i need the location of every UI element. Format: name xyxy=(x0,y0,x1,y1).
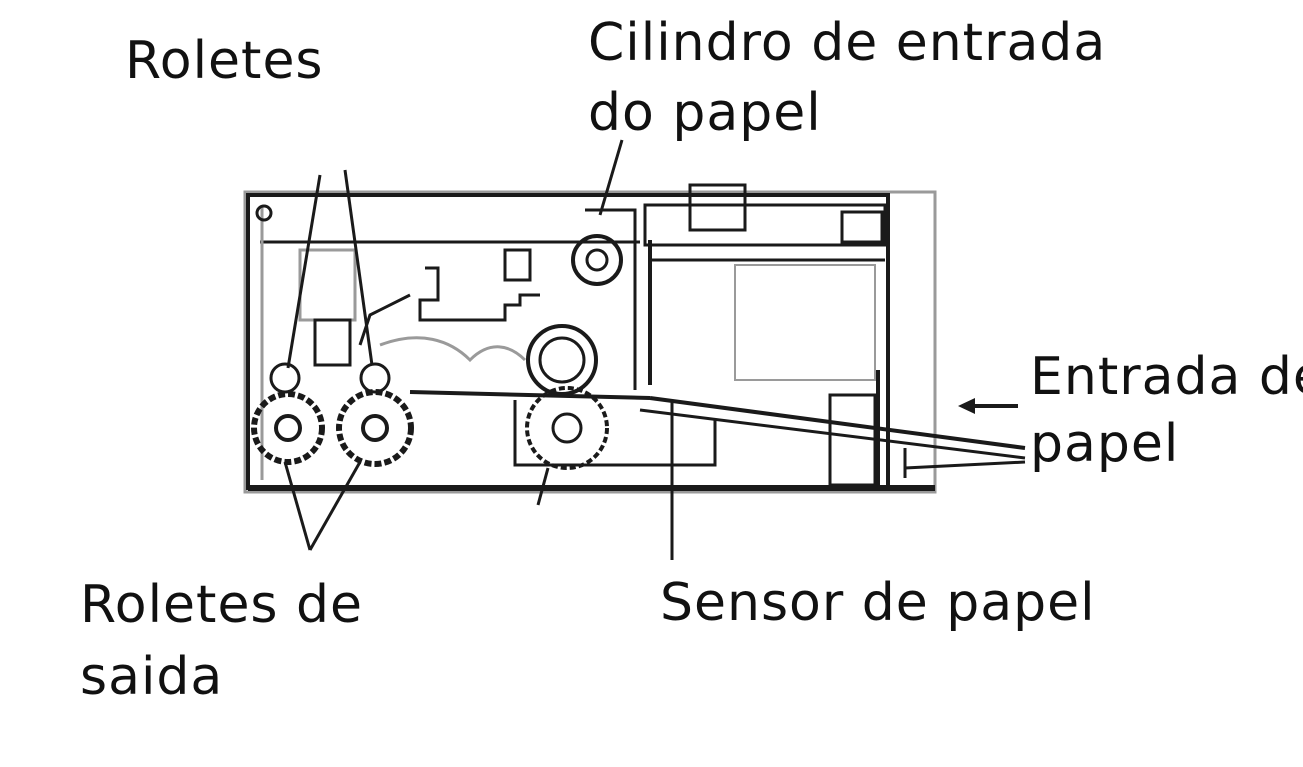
paper-entry-arrow xyxy=(958,398,1018,414)
label-cilindro-line2: do papel xyxy=(588,83,822,143)
housing xyxy=(243,190,937,494)
label-roletes-saida-line2: saida xyxy=(80,647,224,707)
label-cilindro-line1: Cilindro de entrada xyxy=(588,13,1107,73)
label-sensor: Sensor de papel xyxy=(660,573,1096,633)
exit-rollers xyxy=(251,389,414,467)
top-rollers xyxy=(269,362,391,394)
platen-gear xyxy=(525,386,609,506)
paper-tray xyxy=(643,183,887,488)
leader-lines xyxy=(283,139,674,560)
label-roletes: Roletes xyxy=(125,31,324,91)
label-roletes-saida-line1: Roletes de xyxy=(80,575,364,635)
label-entrada-line2: papel xyxy=(1030,414,1180,474)
input-cylinder xyxy=(526,234,623,396)
label-entrada-line1: Entrada de xyxy=(1030,347,1303,407)
paper-path xyxy=(409,390,1026,478)
